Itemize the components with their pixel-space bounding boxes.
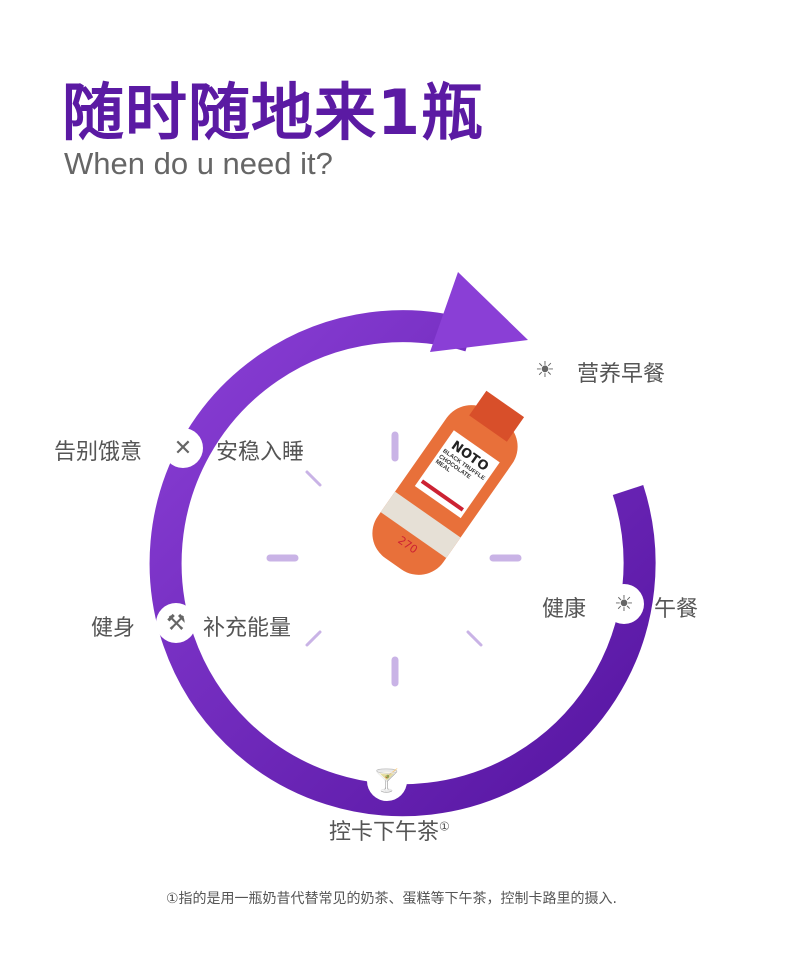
utensils-icon: ✕ <box>163 428 203 468</box>
label-sleep: 安稳入睡 <box>216 440 305 465</box>
label-no-hunger: 告别饿意 <box>54 440 143 465</box>
page-title: 随时随地来1瓶 <box>62 76 485 149</box>
label-lunch: 午餐 <box>654 597 699 622</box>
footnote-marker: ① <box>439 819 450 834</box>
dumbbell-icon: ⚒ <box>156 603 196 643</box>
clock-ticks <box>266 431 522 687</box>
cycle-arrowhead <box>430 272 528 352</box>
sunrise-icon: ☀ <box>525 350 565 390</box>
product-bottle-image: NOTO BLACK TRUFFLE CHOCOLATE MEAL 270 <box>372 390 525 575</box>
sun-icon: ☀ <box>604 584 644 624</box>
cycle-ring <box>149 310 656 817</box>
label-fitness: 健身 <box>91 616 136 641</box>
label-energy: 补充能量 <box>203 616 292 641</box>
page-subtitle: When do u need it? <box>64 146 333 181</box>
footnote: ①指的是用一瓶奶昔代替常见的奶茶、蛋糕等下午茶，控制卡路里的摄入. <box>166 891 617 907</box>
label-healthy: 健康 <box>542 597 587 622</box>
label-breakfast: 营养早餐 <box>577 362 666 387</box>
label-afternoon-tea-text: 控卡下午茶 <box>329 820 440 845</box>
label-afternoon-tea: 控卡下午茶① <box>329 814 450 846</box>
cocktail-icon: 🍸 <box>367 761 407 801</box>
